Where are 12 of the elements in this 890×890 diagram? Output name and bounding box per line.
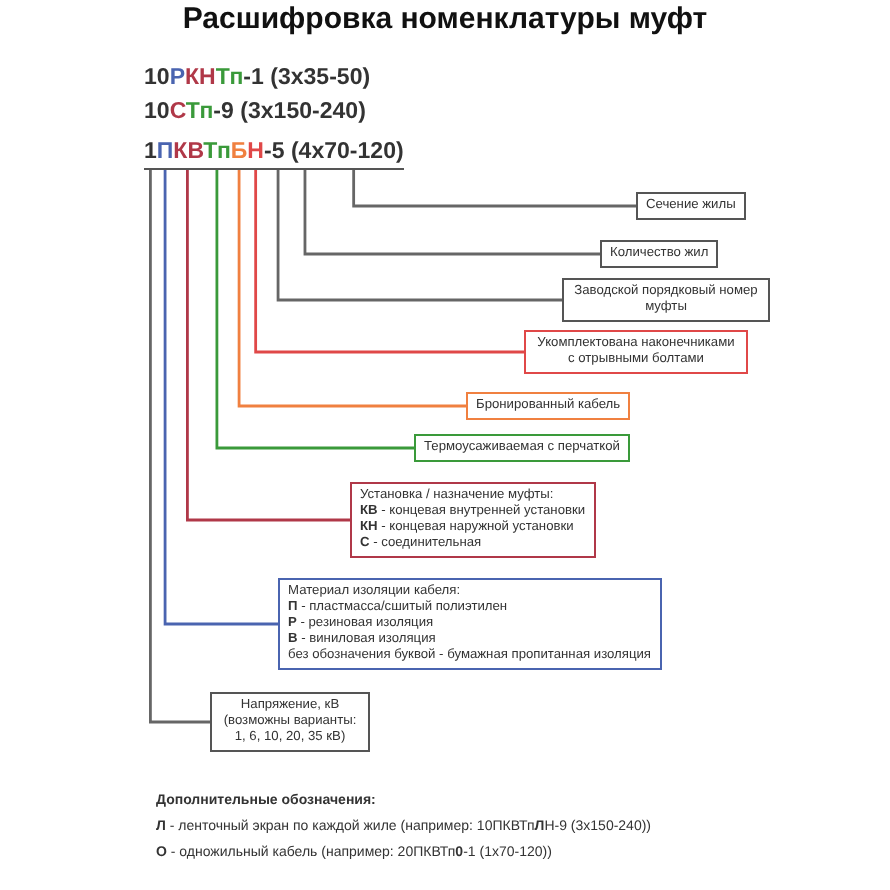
leader-line — [237, 170, 466, 408]
leader-line — [254, 170, 524, 354]
title: Расшифровка номенклатуры муфт — [180, 2, 710, 36]
leader-line — [352, 170, 636, 208]
leader-line — [163, 170, 278, 626]
leader-line — [303, 170, 600, 256]
leader-line — [149, 170, 210, 724]
example-code: 10РКНТп-1 (3x35-50) — [144, 66, 371, 90]
code-text: 1ПКВТпБН-5 (4x70-120) — [144, 140, 404, 170]
leader-line — [276, 170, 562, 302]
leader-line — [215, 170, 414, 450]
leader-line — [186, 170, 350, 522]
